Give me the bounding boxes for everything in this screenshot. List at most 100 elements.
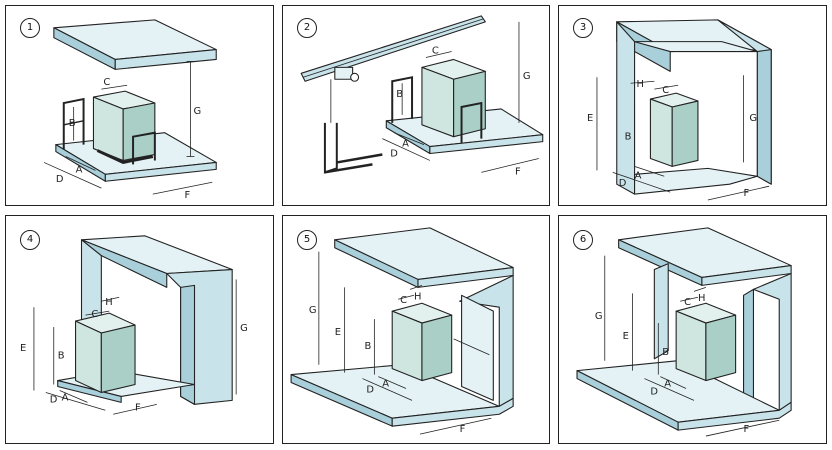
frame-right-face	[756, 49, 772, 185]
label-f: F	[515, 166, 521, 177]
diagram-panel-1: G C B A D F 1	[5, 5, 274, 206]
cabinet-front	[75, 320, 102, 393]
label-f: F	[743, 188, 749, 199]
railing-right	[460, 101, 483, 143]
dimension-line-a	[660, 376, 687, 389]
label-b: B	[396, 89, 403, 100]
cabinet-side	[671, 100, 699, 167]
dimension-line-a	[65, 156, 96, 171]
door-right-panel	[743, 288, 755, 409]
crane-trolley	[334, 66, 354, 80]
crane-hook	[350, 72, 360, 82]
right-wall	[752, 272, 792, 411]
crane-rail	[300, 15, 486, 82]
cabinet-side	[100, 324, 136, 393]
dimension-line-h	[101, 296, 120, 302]
label-d: D	[390, 148, 398, 159]
label-b: B	[69, 118, 76, 129]
crane-rail-edge	[303, 18, 484, 78]
lifting-fork-tine-2	[324, 163, 373, 174]
panel-number-badge: 5	[297, 230, 317, 250]
frame-right-face	[180, 284, 196, 405]
dimension-line-d	[45, 392, 106, 411]
label-a: A	[635, 170, 642, 181]
cabinet-side	[122, 102, 156, 161]
label-a: A	[402, 139, 409, 150]
label-d: D	[56, 174, 64, 185]
label-e: E	[587, 113, 593, 124]
label-e: E	[623, 331, 629, 342]
dimension-line-a	[394, 132, 425, 145]
door-left-panel	[653, 263, 669, 360]
direction-arrow	[453, 338, 490, 356]
dimension-line-f	[419, 417, 492, 435]
dimension-line-c	[680, 296, 699, 302]
dimension-line-h	[630, 80, 655, 84]
label-f: F	[185, 190, 191, 201]
label-d: D	[50, 394, 58, 405]
diagram-panel-6: G E H C B A D F 6	[558, 215, 827, 444]
diagram-panel-2: G C B A D F 2	[282, 5, 550, 206]
dimension-line-c	[654, 84, 679, 90]
label-c: C	[684, 297, 691, 308]
railing-left	[62, 97, 85, 150]
dimension-line-c	[85, 310, 110, 316]
dimension-line-f	[707, 185, 770, 201]
dimension-line-d	[644, 378, 695, 401]
cabinet-side	[705, 314, 737, 382]
dimension-line-a	[634, 166, 665, 177]
panel-number-badge: 1	[20, 18, 40, 38]
dimension-line-f	[481, 158, 539, 173]
label-c: C	[91, 309, 98, 320]
room-door-installation-illustration: G E H C B A D F	[576, 227, 792, 437]
dimension-line-h	[693, 286, 707, 292]
lifting-fork-mast	[323, 122, 338, 174]
diagram-panel-3: E G H C B A D F 3	[558, 5, 827, 206]
label-f: F	[460, 424, 466, 435]
label-d: D	[650, 386, 658, 397]
cabinet-pallet	[96, 149, 154, 164]
cabinet-side	[421, 314, 453, 382]
cabinet-front	[649, 98, 673, 167]
frame-left-wall	[616, 21, 636, 195]
label-c: C	[432, 46, 439, 57]
panel-number-badge: 3	[573, 18, 593, 38]
dimension-line-f	[705, 419, 780, 437]
label-b: B	[364, 341, 371, 352]
label-b: B	[58, 351, 65, 362]
dimension-line-h	[409, 285, 423, 290]
dimension-line-c	[101, 84, 128, 90]
floor-side	[677, 401, 792, 431]
railing-right	[132, 131, 156, 165]
crane-platform-illustration: G C B A D F	[300, 15, 544, 177]
panel-number-badge: 6	[573, 230, 593, 250]
label-e: E	[20, 343, 26, 354]
dimension-line-a	[59, 390, 88, 403]
label-c: C	[103, 77, 110, 88]
floor-side	[391, 397, 514, 427]
diagram-panel-4: E G H C B A D F 4	[5, 215, 274, 444]
frame-opening-illustration: E G H C B A D F	[587, 19, 772, 201]
label-g: G	[240, 323, 248, 334]
floor-platform-side	[429, 134, 544, 155]
diagram-panel-5: G E H C B A D F 5	[282, 215, 550, 444]
label-a: A	[382, 378, 389, 389]
label-g: G	[193, 106, 201, 117]
dimension-line-a	[378, 376, 407, 389]
panel-number-badge: 4	[20, 230, 40, 250]
label-g: G	[309, 305, 317, 316]
cabinet-front	[421, 66, 455, 138]
label-a: A	[76, 164, 83, 175]
dimension-line-c	[425, 51, 452, 58]
dimension-line-d	[362, 378, 413, 401]
railing-left	[391, 76, 414, 123]
label-h: H	[105, 297, 112, 308]
label-h: H	[414, 291, 421, 302]
label-b: B	[662, 347, 669, 358]
cabinet-front	[391, 310, 423, 382]
dimension-line-d	[382, 138, 431, 161]
panel-number-badge: 2	[297, 18, 317, 38]
label-f: F	[135, 402, 141, 413]
label-a: A	[664, 378, 671, 389]
frame-floor	[634, 167, 758, 195]
